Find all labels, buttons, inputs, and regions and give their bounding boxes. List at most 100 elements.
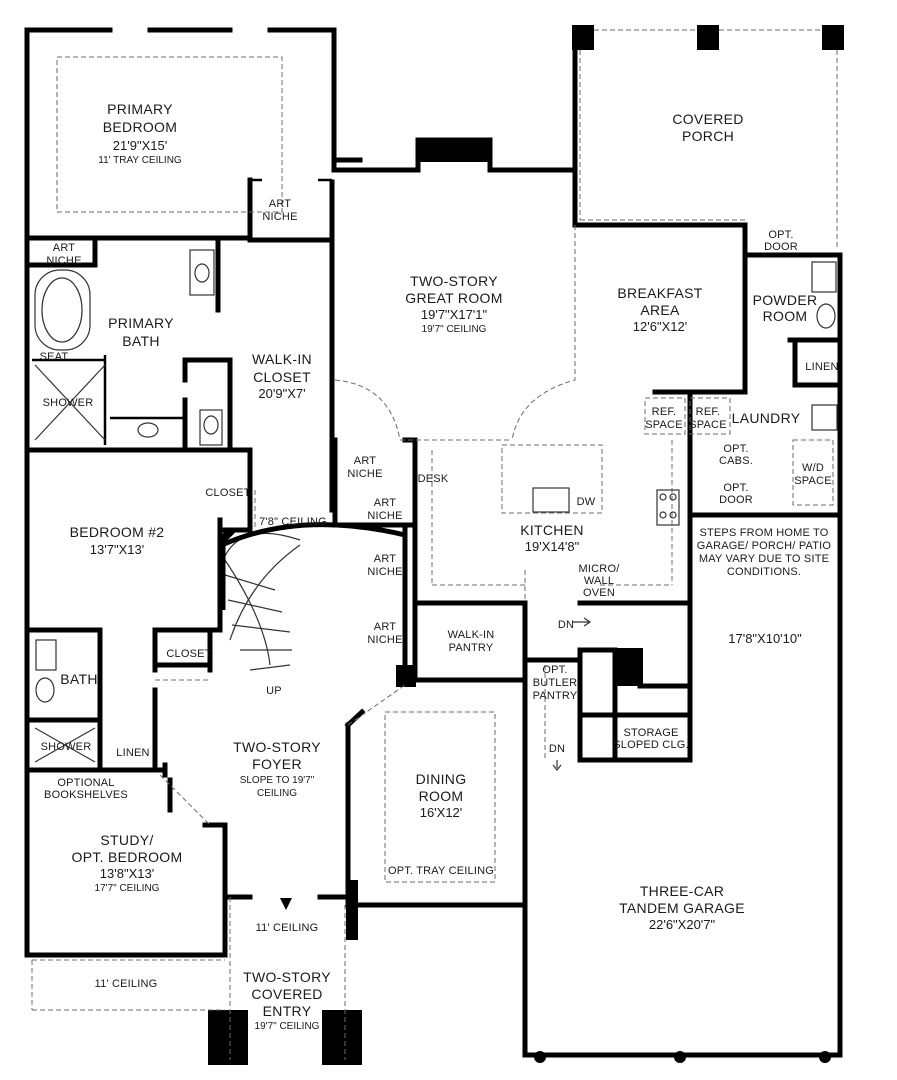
storage-2: SLOPED CLG.	[613, 739, 689, 751]
storage-1: STORAGE	[624, 727, 679, 739]
steps-note-2: GARAGE/ PORCH/ PATIO	[697, 540, 832, 552]
great-room-note: 19'7" CEILING	[422, 324, 487, 335]
art-niche-b-1: ART	[53, 242, 75, 254]
shower-bath-label: SHOWER	[41, 741, 92, 753]
bath-label: BATH	[60, 671, 98, 687]
steps-note-1: STEPS FROM HOME TO	[699, 527, 828, 539]
powder-name-2: ROOM	[763, 308, 808, 324]
art-niche-f-1: ART	[374, 621, 396, 633]
covered-entry-name-1: TWO-STORY	[243, 969, 331, 985]
walkin-pantry-2: PANTRY	[449, 642, 494, 654]
walls	[24, 25, 844, 1065]
walk-in-closet-name-2: CLOSET	[253, 369, 311, 385]
dining-note: OPT. TRAY CEILING	[388, 865, 494, 877]
study-dim: 13'8"X13'	[100, 866, 154, 881]
butler-pantry-1: OPT.	[542, 664, 567, 676]
walkin-pantry-1: WALK-IN	[448, 629, 495, 641]
closet-bed2-label: CLOSET	[205, 487, 250, 499]
bookshelves-1: OPTIONAL	[57, 777, 114, 789]
steps-note-3: MAY VARY DUE TO SITE	[699, 553, 829, 565]
kitchen-dim: 19'X14'8"	[525, 539, 580, 554]
wd-space-2: SPACE	[794, 475, 831, 487]
art-niche-e-1: ART	[374, 553, 396, 565]
dw-label: DW	[577, 496, 596, 508]
micro-2: WALL	[584, 575, 614, 587]
ceiling-11-entry-label: 11' CEILING	[256, 922, 319, 934]
art-niche-a-1: ART	[269, 198, 291, 210]
art-niche-d-2: NICHE	[367, 510, 402, 522]
study-note: 17'7" CEILING	[95, 883, 160, 894]
art-niche-f-2: NICHE	[367, 634, 402, 646]
wd-space-1: W/D	[802, 462, 824, 474]
great-room-name-2: GREAT ROOM	[405, 290, 502, 306]
seat-label: SEAT	[40, 351, 69, 363]
dn-2-label: DN	[549, 743, 565, 755]
steps-note-4: CONDITIONS.	[727, 566, 801, 578]
bedroom2-name: BEDROOM #2	[70, 524, 165, 540]
dining-dim: 16'X12'	[420, 805, 463, 820]
ceiling-78-label: 7'8" CEILING	[259, 516, 327, 528]
covered-entry-note: 19'7" CEILING	[255, 1021, 320, 1032]
garage-name-1: THREE-CAR	[640, 883, 724, 899]
ref-space-2-a: REF.	[696, 406, 721, 418]
art-niche-c-1: ART	[354, 455, 376, 467]
covered-porch-name-2: PORCH	[682, 128, 734, 144]
opt-door-laundry-2: DOOR	[719, 494, 753, 506]
dining-name-2: ROOM	[419, 788, 464, 804]
art-niche-e-2: NICHE	[367, 566, 402, 578]
micro-3: OVEN	[583, 587, 615, 599]
primary-bedroom-name-2: BEDROOM	[103, 119, 177, 135]
breakfast-dim: 12'6"X12'	[633, 319, 687, 334]
primary-bedroom-name-1: PRIMARY	[107, 101, 173, 117]
linen-bath-label: LINEN	[116, 747, 149, 759]
garage-name-2: TANDEM GARAGE	[619, 900, 745, 916]
foyer-note-2: CEILING	[257, 788, 297, 799]
opt-cabs-1: OPT.	[723, 443, 748, 455]
linen-powder-label: LINEN	[805, 361, 838, 373]
primary-bedroom-dim: 21'9"X15'	[113, 138, 167, 153]
great-room-dim: 19'7"X17'1"	[421, 307, 488, 322]
study-name-2: OPT. BEDROOM	[72, 849, 183, 865]
ref-space-1-a: REF.	[652, 406, 677, 418]
butler-pantry-3: PANTRY	[533, 690, 578, 702]
breakfast-name-2: AREA	[640, 302, 680, 318]
foyer-note-1: SLOPE TO 19'7"	[240, 775, 315, 786]
art-niche-c-2: NICHE	[347, 468, 382, 480]
opt-door-porch-1: OPT.	[768, 229, 793, 241]
foyer-name-1: TWO-STORY	[233, 739, 321, 755]
breakfast-name-1: BREAKFAST	[617, 285, 702, 301]
ceiling-11-front-label: 11' CEILING	[95, 978, 158, 990]
dn-1-label: DN	[558, 619, 574, 631]
primary-shower-label: SHOWER	[43, 397, 94, 409]
primary-bath-name-2: BATH	[122, 333, 160, 349]
covered-porch-name-1: COVERED	[672, 111, 743, 127]
walk-in-closet-dim: 20'9"X7'	[258, 386, 305, 401]
opt-cabs-2: CABS.	[719, 455, 753, 467]
covered-entry-name-3: ENTRY	[263, 1003, 312, 1019]
art-niche-d-1: ART	[374, 497, 396, 509]
fixtures	[34, 249, 838, 910]
art-niche-b-2: NICHE	[46, 255, 81, 267]
bookshelves-2: BOOKSHELVES	[44, 789, 128, 801]
ref-space-2-b: SPACE	[689, 419, 726, 431]
foyer-name-2: FOYER	[252, 756, 302, 772]
micro-1: MICRO/	[579, 563, 621, 575]
laundry-label: LAUNDRY	[732, 410, 801, 426]
opt-door-laundry-1: OPT.	[723, 482, 748, 494]
garage-dim: 22'6"X20'7"	[649, 917, 716, 932]
powder-name-1: POWDER	[753, 292, 818, 308]
kitchen-name: KITCHEN	[520, 522, 584, 538]
desk-label: DESK	[418, 473, 449, 485]
study-name-1: STUDY/	[100, 832, 153, 848]
art-niche-a-2: NICHE	[262, 211, 297, 223]
covered-entry-name-2: COVERED	[251, 986, 322, 1002]
walk-in-closet-name-1: WALK-IN	[252, 351, 312, 367]
ref-space-1-b: SPACE	[645, 419, 682, 431]
primary-bedroom-note: 11' TRAY CEILING	[98, 155, 182, 166]
dining-name-1: DINING	[416, 771, 467, 787]
primary-bath-name-1: PRIMARY	[108, 315, 174, 331]
bedroom2-dim: 13'7"X13'	[90, 542, 144, 557]
garage-side-dim: 17'8"X10'10"	[728, 631, 802, 646]
butler-pantry-2: BUTLER	[533, 677, 578, 689]
